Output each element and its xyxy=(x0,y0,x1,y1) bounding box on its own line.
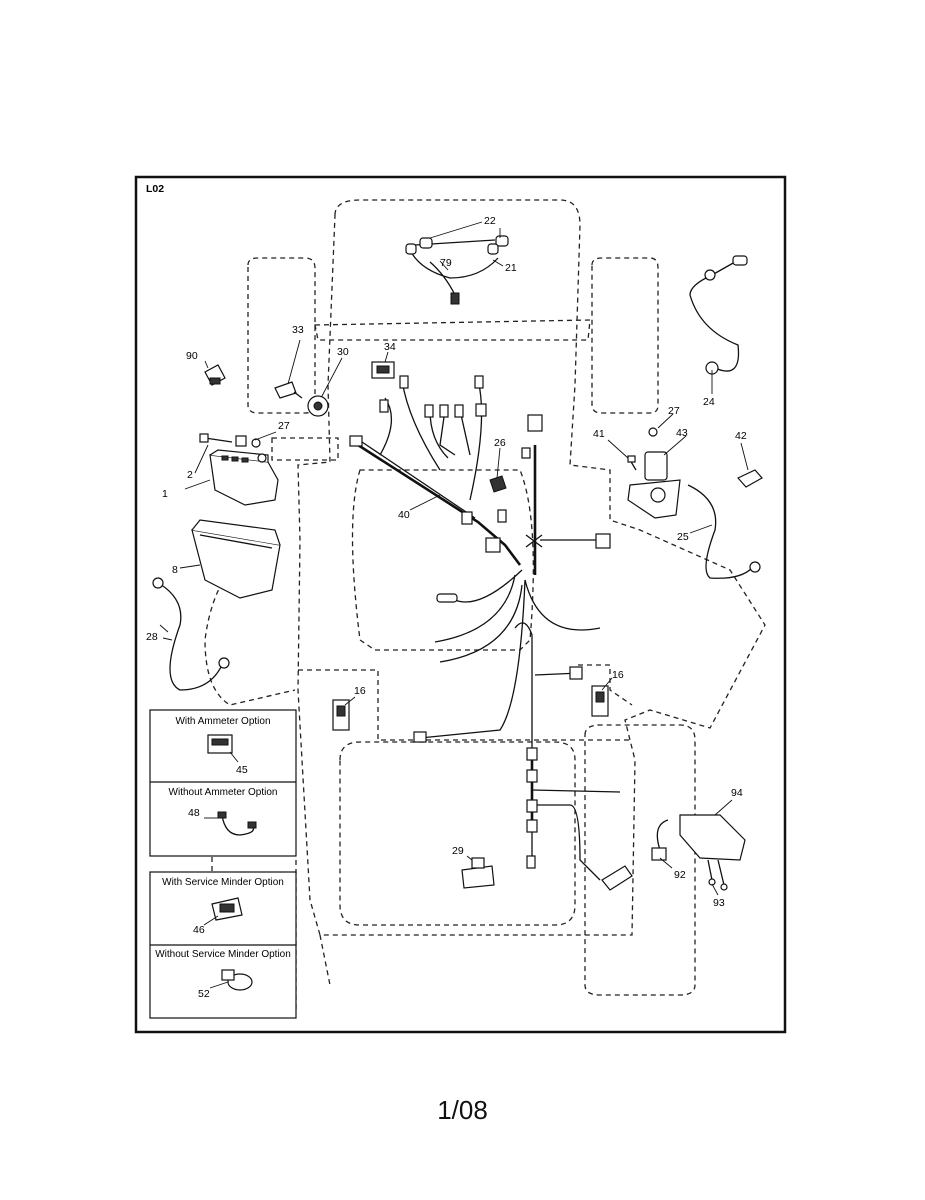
callout-42: 42 xyxy=(735,430,747,442)
with-service-minder-title: With Service Minder Option xyxy=(162,877,284,888)
headlight-harness xyxy=(405,235,509,305)
callout-41: 41 xyxy=(593,428,605,440)
ignition-switch xyxy=(307,395,329,417)
without-service-minder-title: Without Service Minder Option xyxy=(155,949,291,960)
with-ammeter-title: With Ammeter Option xyxy=(175,716,270,727)
callout-28: 28 xyxy=(146,631,158,643)
ignition-key xyxy=(274,381,303,399)
solenoid-cable xyxy=(687,484,761,579)
starter-solenoid xyxy=(627,427,681,519)
callout-24: 24 xyxy=(703,396,715,408)
positive-battery-cable xyxy=(689,255,748,375)
callout-43: 43 xyxy=(676,427,688,439)
ground-cable xyxy=(152,577,230,691)
callout-16-left: 16 xyxy=(354,685,366,697)
main-harness xyxy=(349,375,621,881)
ammeter-option-box: With Ammeter Option Without Ammeter Opti… xyxy=(149,709,297,857)
callout-29: 29 xyxy=(452,845,464,857)
callout-34: 34 xyxy=(384,341,396,353)
service-minder-option-box: With Service Minder Option Without Servi… xyxy=(149,871,297,1019)
page-number: 1/08 xyxy=(437,1095,488,1125)
callout-26: 26 xyxy=(494,437,506,449)
battery-bolt xyxy=(199,433,261,448)
callout-45: 45 xyxy=(236,764,248,776)
connector-right xyxy=(591,685,609,717)
callout-33: 33 xyxy=(292,324,304,336)
callout-79: 79 xyxy=(440,257,452,269)
callout-46: 46 xyxy=(193,924,205,936)
callout-21: 21 xyxy=(505,262,517,274)
terminal-boot xyxy=(737,469,763,488)
fuse-holder xyxy=(489,475,507,493)
battery xyxy=(209,449,279,506)
without-ammeter-title: Without Ammeter Option xyxy=(169,787,278,798)
control-module xyxy=(651,814,746,891)
callout-8: 8 xyxy=(172,564,178,576)
callout-leaders xyxy=(159,221,749,989)
pto-connector xyxy=(601,865,633,891)
callout-40: 40 xyxy=(398,509,410,521)
callout-94: 94 xyxy=(731,787,743,799)
battery-tray xyxy=(191,519,281,599)
connector-left xyxy=(332,699,350,731)
callout-30: 30 xyxy=(337,346,349,358)
callout-90: 90 xyxy=(186,350,198,362)
seat-switch xyxy=(461,857,495,889)
callout-25: 25 xyxy=(677,531,689,543)
callout-27-right: 27 xyxy=(668,405,680,417)
callout-92: 92 xyxy=(674,869,686,881)
light-switch xyxy=(371,361,395,379)
relay xyxy=(204,364,226,386)
callout-2: 2 xyxy=(187,469,193,481)
callout-93: 93 xyxy=(713,897,725,909)
callout-52: 52 xyxy=(198,988,210,1000)
callout-22: 22 xyxy=(484,215,496,227)
callout-16-right: 16 xyxy=(612,669,624,681)
diagram-frame xyxy=(134,175,787,1034)
callout-1: 1 xyxy=(162,488,168,500)
callout-48: 48 xyxy=(188,807,200,819)
callout-27-left: 27 xyxy=(278,420,290,432)
diagram-code: L02 xyxy=(146,183,164,195)
